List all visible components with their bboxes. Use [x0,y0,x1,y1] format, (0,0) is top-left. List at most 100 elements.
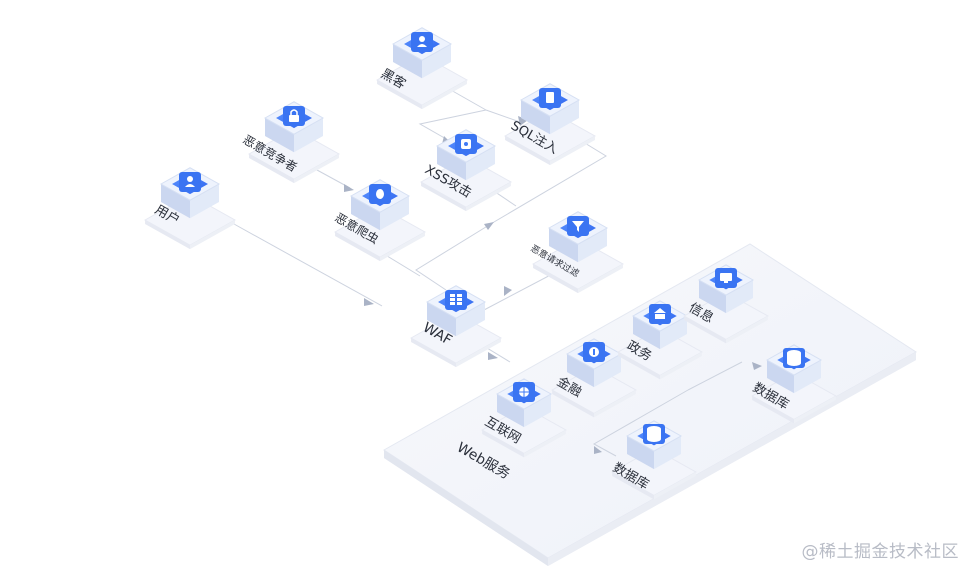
node-db1: 数据库 [610,420,697,500]
arrow-filter-waf [504,286,512,296]
cube-left-face [265,118,294,153]
cube-left-face [549,228,578,263]
cube-left-face [393,44,422,79]
cube-left-face [427,302,456,337]
cube-right-face [654,436,681,470]
node-base-side [533,264,578,294]
node-base-side [294,154,339,184]
cube-right-face [550,100,579,135]
node-base-side [335,232,380,262]
cube-right-face [456,302,485,337]
node-base-side [482,430,524,458]
cube-right-face [794,360,821,394]
cube-left-face [567,354,594,388]
node-base-side [456,338,501,368]
document-icon [546,92,554,103]
watermark: @稀土掘金技术社区 [801,542,959,562]
arrow-db1 [594,446,602,454]
arrow-merge [484,222,494,230]
node-base-side [380,232,425,262]
arrow-sql [518,116,528,126]
node-base-side [377,80,422,110]
node-base-side [612,472,654,500]
arrow-crawler [344,184,354,192]
user-icon [417,36,427,47]
line-filter-waf [483,269,561,311]
grid-icon [450,294,462,305]
node-base-side [594,390,636,418]
node-base-side [550,136,595,166]
node-crawler: 恶意爬虫 [333,179,426,262]
cube-right-face [578,228,607,263]
filter-icon [572,221,584,232]
database-icon [787,350,801,366]
line-db-split [687,361,743,391]
node-base-side [654,472,696,500]
arrow-user-waf [364,298,374,306]
line-merge-waf [415,221,495,291]
cube-right-face [726,280,753,314]
database-icon [647,426,661,442]
node-base-side [752,396,794,424]
node-base-side [684,316,726,344]
line-split-xss [418,109,487,141]
node-user: 用户 [144,167,236,250]
cube-left-face [699,280,726,314]
node-base-side [190,220,235,250]
cube-left-face [521,100,550,135]
cube-right-face [466,146,495,181]
line-split-sql [485,109,521,123]
node-db2: 数据库 [750,344,837,424]
arrow-db2 [752,362,762,370]
line-user-waf [233,223,383,307]
line-db-down [592,389,689,457]
cube-left-face [437,146,466,181]
node-base-side [794,396,836,424]
cube-left-face [161,184,190,219]
lock-icon [289,109,299,122]
cube-right-face [380,196,409,231]
cube-right-face [524,394,551,428]
node-waf: WAF [410,285,502,368]
node-info: 信息 [683,264,769,344]
node-base-side [552,390,594,418]
node-xss: XSS攻击 [420,129,512,212]
node-finance: 金融 [551,338,637,418]
node-internet: 互联网 [481,378,567,458]
coin-icon [589,347,599,357]
node-filter: 恶意请求过滤 [529,211,624,294]
node-hacker: 黑客 [376,27,468,110]
cube-right-face [422,44,451,79]
node-base-side [411,338,456,368]
node-base-side [618,352,660,380]
node-base-side [505,136,550,166]
node-base-side [249,154,294,184]
node-base-side [422,80,467,110]
user-icon [185,176,195,187]
node-base-side [726,316,768,344]
node-base-side [578,264,623,294]
cube-right-face [594,354,621,388]
monitor-icon [720,273,732,283]
arrow-waf-platform [488,352,498,360]
node-base-side [466,182,511,212]
node-gov: 政务 [617,300,703,380]
globe-icon [519,387,529,397]
node-base-side [145,220,190,250]
cube-right-face [660,316,687,350]
node-base-side [421,182,466,212]
node-base-side [524,430,566,458]
node-competitor: 恶意竞争者 [241,101,340,184]
cube-left-face [351,196,380,231]
cube-left-face [497,394,524,428]
bug-icon [376,189,384,199]
building-icon [654,308,666,319]
cube-left-face [633,316,660,350]
cube-left-face [767,360,794,394]
diagram-nodes: 黑客 SQL注入 恶意竞争者 XSS攻击 用户 恶意爬虫 恶意请求过滤 WAF 互联网金融政务信… [144,27,837,500]
cube-right-face [190,184,219,219]
node-sql: SQL注入 [504,83,596,166]
node-base-side [660,352,702,380]
